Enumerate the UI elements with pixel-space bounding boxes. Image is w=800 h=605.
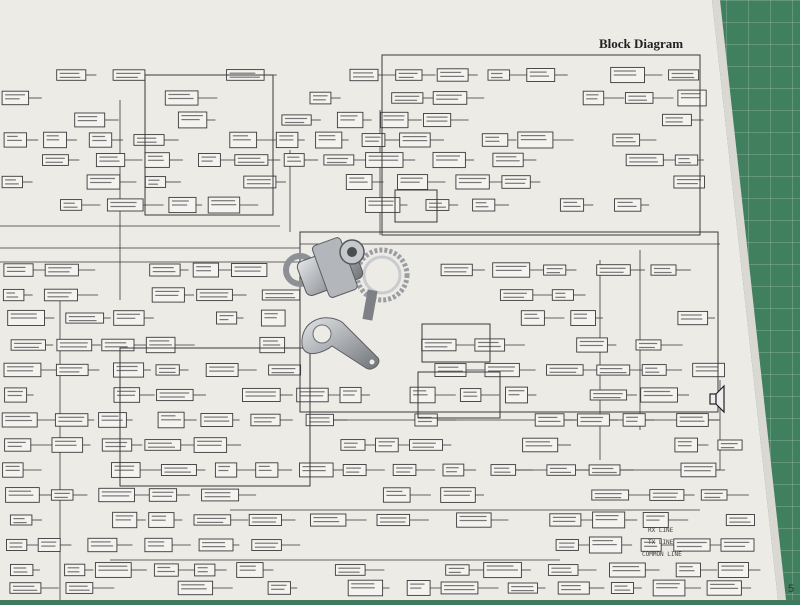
unit-outlines [119, 54, 719, 487]
page-title: Block Diagram [599, 36, 684, 51]
speaker-icon [709, 384, 725, 414]
wiring-lines [0, 74, 761, 600]
tx-line-label: TX LINE [648, 539, 674, 546]
rx-line-label: RX LINE [648, 527, 674, 534]
block-labels [5, 70, 751, 592]
page-number: 5 [788, 583, 795, 595]
circuit-blocks [1, 66, 755, 597]
common-line-label: COMMON LINE [642, 551, 682, 558]
